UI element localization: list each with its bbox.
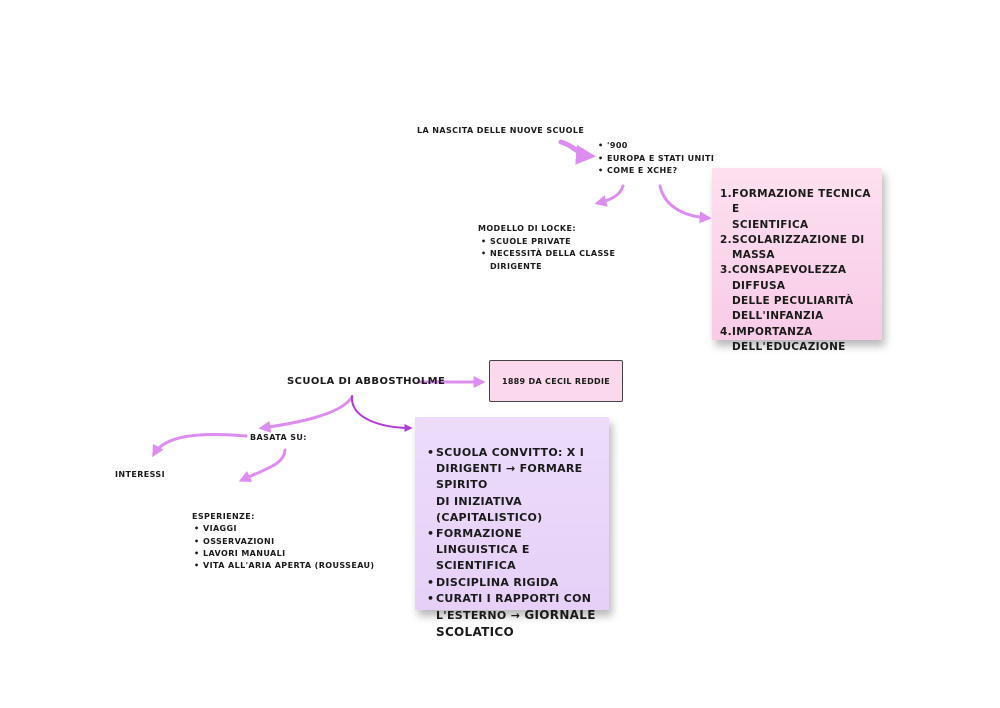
locke-heading: Modello di Locke: <box>478 224 576 233</box>
list-item-continuation: dirigente <box>490 261 543 271</box>
basata-label: Basata su: <box>250 433 307 442</box>
sticky-item: curati i rapporti con l'esterno → giorna… <box>427 591 601 642</box>
sticky-item: 1. Formazione tecnica escientifica <box>720 188 871 231</box>
list-item: '900 <box>598 140 714 153</box>
arrow-to-sticky-top <box>658 184 712 224</box>
sticky-note-bottom: Scuola convitto: x i dirigenti → formare… <box>415 417 609 639</box>
title-nuove-scuole: La nascita delle nuove scuole <box>417 126 585 135</box>
sticky-item: Formazione linguistica e scientifica <box>427 526 601 575</box>
highlight-giornale: giornale <box>524 608 596 623</box>
arrow-to-locke <box>594 184 625 207</box>
sticky-item: Scuola convitto: x i dirigenti → formare… <box>427 445 601 526</box>
list-item: osservazioni <box>194 536 375 549</box>
arrow-to-basata <box>258 395 354 433</box>
title-abbostholme: Scuola di Abbostholme <box>287 376 446 387</box>
arrow-to-esperienze <box>238 448 287 482</box>
date-box: 1889 da Cecil Reddie <box>489 360 623 402</box>
list-item: come e xche? <box>598 165 714 178</box>
sticky-item: Disciplina rigida <box>427 575 601 591</box>
list-item: scuole private <box>481 236 615 249</box>
list-item: vita all'aria aperta (Rousseau) <box>194 560 375 573</box>
sticky-item: 4. Importanzadell'educazione <box>720 325 846 353</box>
sticky-item: 2. Scolarizzazione dimassa <box>720 233 865 262</box>
arrow-to-sticky-bottom <box>350 395 413 432</box>
bullets-900: '900 Europa e Stati Uniti come e xche? <box>598 140 714 178</box>
esperienze-block: Esperienze: viaggi osservazioni lavori m… <box>192 511 375 573</box>
list-item: viaggi <box>194 523 375 536</box>
esperienze-heading: Esperienze: <box>192 512 255 521</box>
interessi-label: interessi <box>115 470 165 479</box>
arrow-title-to-bullets <box>558 139 596 165</box>
arrow-to-interessi <box>152 432 248 458</box>
list-item: Europa e Stati Uniti <box>598 153 714 166</box>
highlight-scolatico: scolatico <box>436 625 515 640</box>
list-item: lavori manuali <box>194 548 375 561</box>
sticky-item: 3. Consapevolezza diffusadelle peculiari… <box>720 264 854 323</box>
locke-block: Modello di Locke: scuole private necessi… <box>478 223 615 273</box>
sticky-note-top: 1. Formazione tecnica escientifica 2. Sc… <box>712 168 882 353</box>
list-item: necessità della classe <box>481 248 615 261</box>
